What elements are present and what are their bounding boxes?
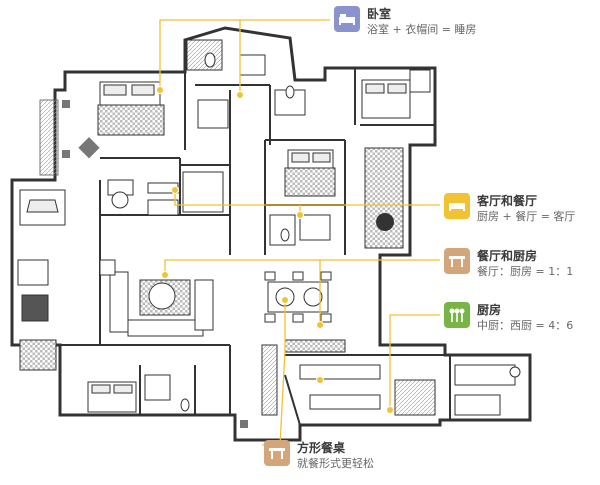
living-room-furniture (99, 259, 214, 337)
garage (17, 189, 66, 371)
legend-kitchen-subtitle: 中厨：西厨 = 4：6 (477, 319, 574, 332)
bed-master (97, 81, 165, 136)
legend-table: 方形餐桌 就餐形式更轻松 (264, 440, 374, 472)
legend-living-title: 客厅和餐厅 (477, 194, 538, 208)
legend-table-subtitle: 就餐形式更轻松 (297, 457, 374, 470)
table-icon (444, 248, 470, 274)
dining-table (264, 271, 332, 323)
leader-dots (156, 86, 394, 414)
legend-kitchen-title: 厨房 (477, 303, 502, 317)
bed-middle (284, 149, 336, 197)
legend-dining-title: 餐厅和厨房 (477, 249, 538, 263)
legend-living-subtitle: 厨房 + 餐厅 = 客厅 (477, 210, 576, 223)
kitchen (284, 339, 521, 416)
leader-lines (159, 19, 440, 446)
legend-bedroom: 卧室 浴室 + 衣帽间 = 睡房 (334, 6, 476, 38)
legend-dining: 餐厅和厨房 餐厅：厨房 = 1：1 (444, 248, 573, 280)
bed-bottom (87, 381, 137, 413)
legend-kitchen: 厨房 中厨：西厨 = 4：6 (444, 302, 573, 334)
legend-bedroom-title: 卧室 (367, 7, 392, 21)
legend-bedroom-subtitle: 浴室 + 衣帽间 = 睡房 (367, 23, 477, 36)
legend-table-title: 方形餐桌 (297, 441, 346, 455)
table-icon (264, 440, 290, 466)
legend-dining-subtitle: 餐厅：厨房 = 1：1 (477, 265, 574, 278)
utensils-icon (444, 302, 470, 328)
bed-right (361, 79, 411, 119)
bathrooms (144, 52, 431, 412)
sofa-icon (444, 193, 470, 219)
legend-living: 客厅和餐厅 厨房 + 餐厅 = 客厅 (444, 193, 575, 225)
family-room-furniture (107, 171, 224, 216)
bed-icon (334, 6, 360, 32)
